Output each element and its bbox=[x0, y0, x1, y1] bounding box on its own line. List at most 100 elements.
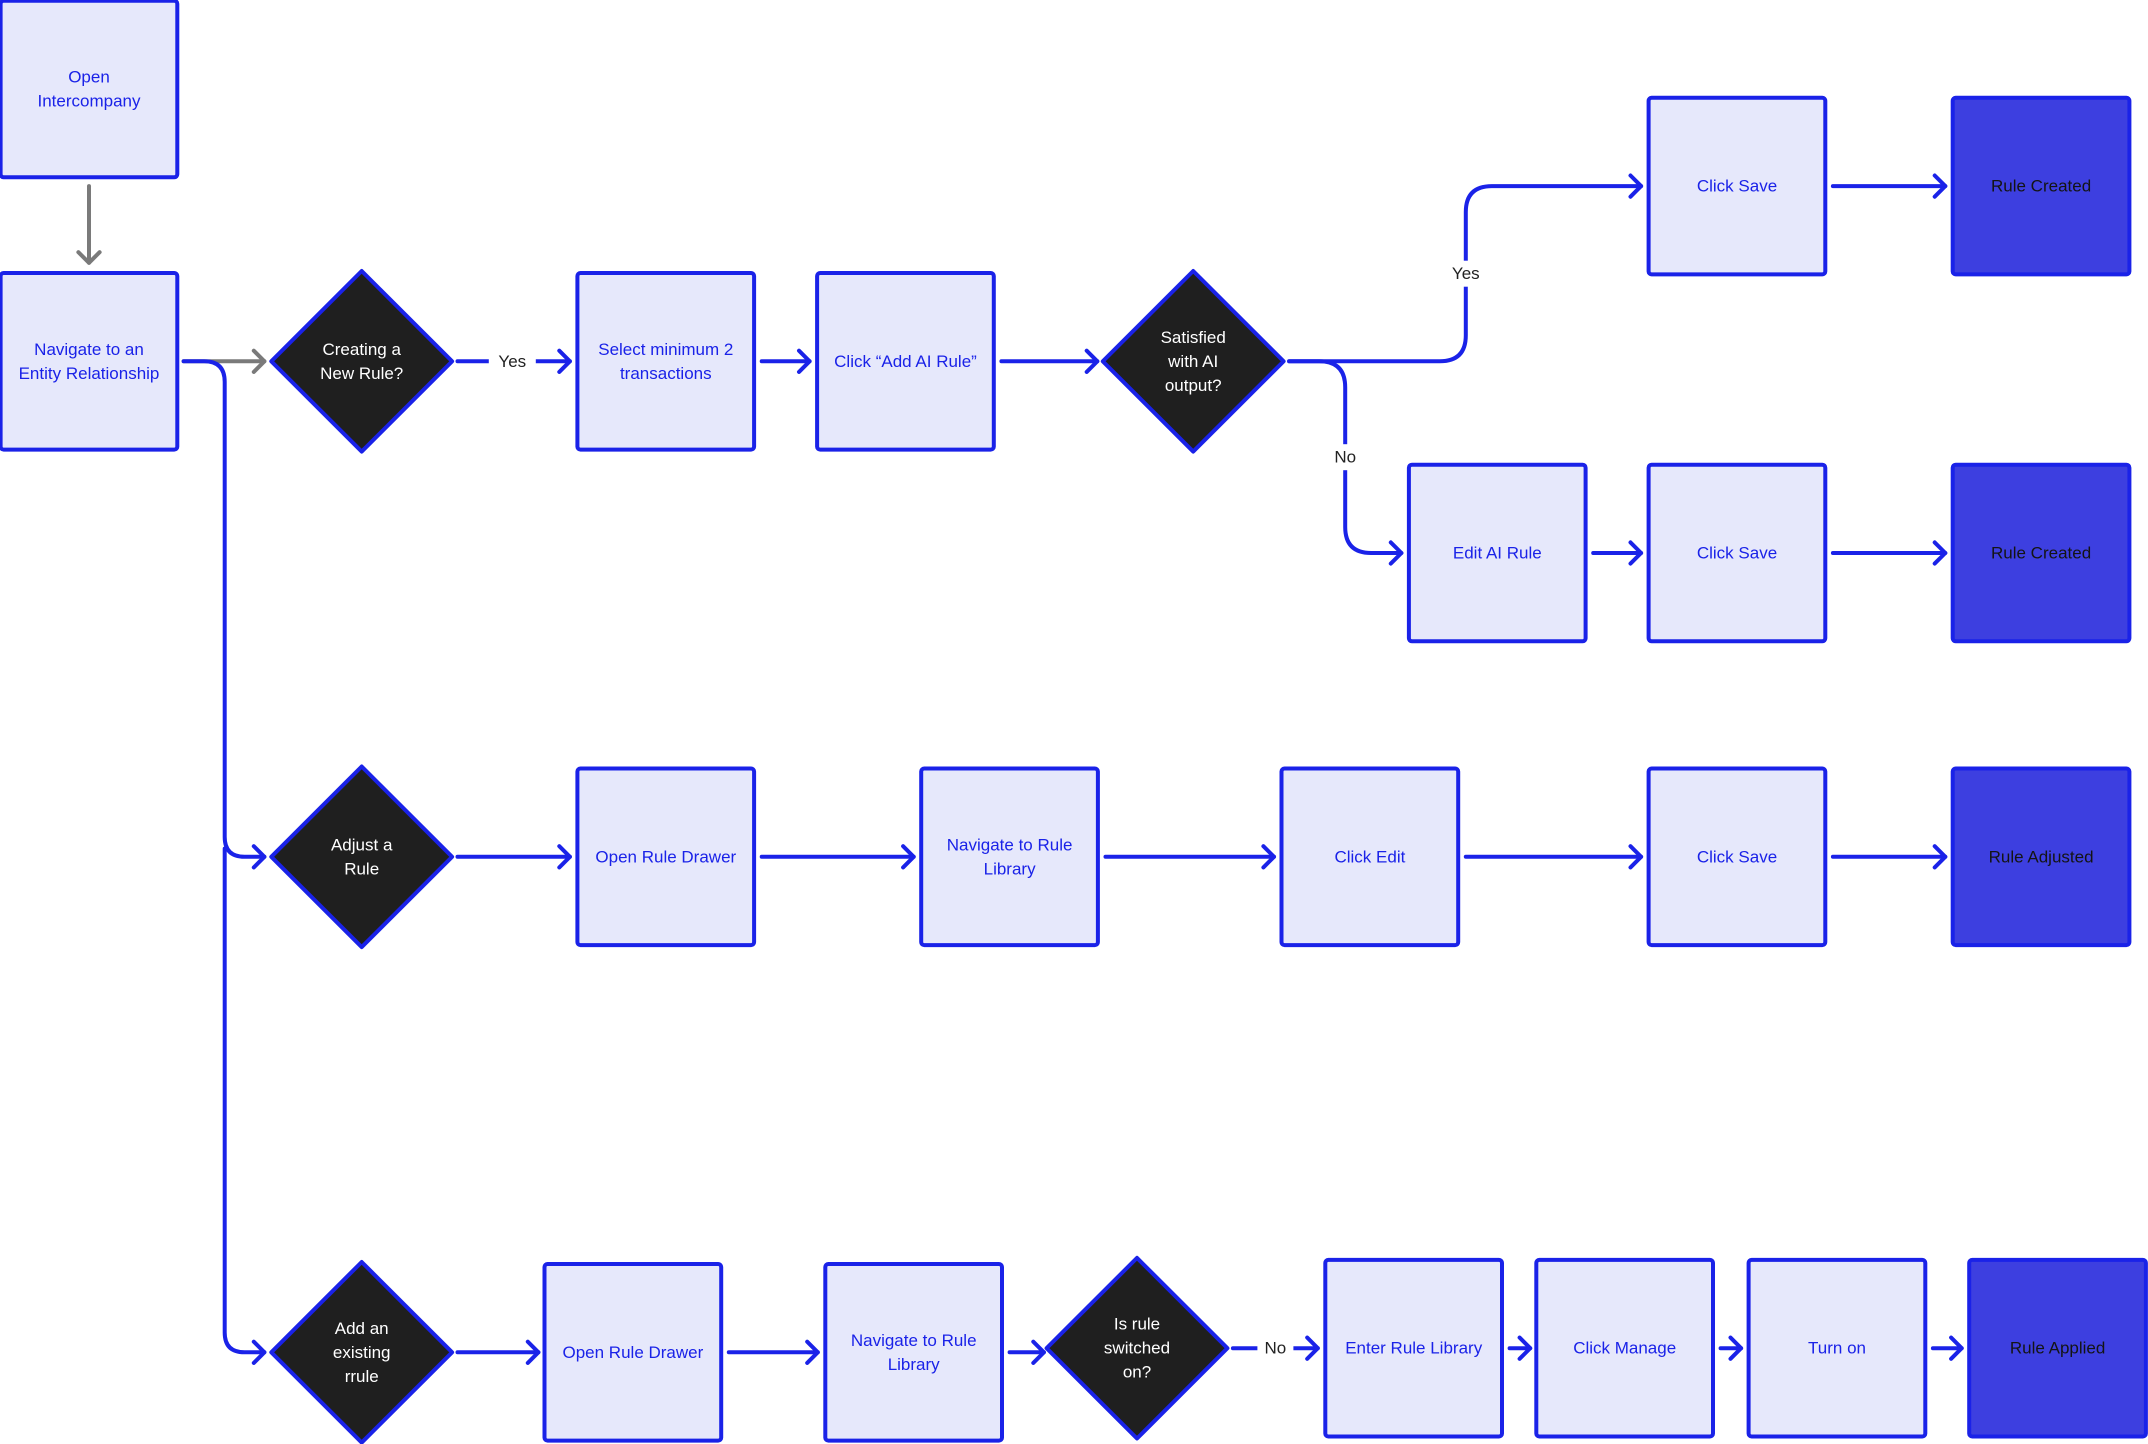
node-label-line: existing bbox=[333, 1343, 391, 1362]
step-box bbox=[1646, 95, 1828, 277]
step-box bbox=[1746, 1257, 1928, 1439]
decision-diamond bbox=[269, 1260, 455, 1444]
node-label-line: Click Save bbox=[1697, 177, 1777, 196]
edge-label-background bbox=[1257, 1335, 1294, 1362]
edge-label-switched-no: No bbox=[1257, 1335, 1294, 1362]
node-click-save-1: Click Save bbox=[1646, 95, 1828, 277]
arrowhead-icon bbox=[76, 250, 102, 265]
node-label-line: Rule Created bbox=[1991, 177, 2091, 196]
arrowhead-icon bbox=[557, 348, 572, 374]
arrowhead-icon bbox=[1932, 173, 1948, 199]
arrowhead-icon bbox=[251, 844, 267, 870]
decision-diamond bbox=[269, 764, 455, 950]
node-label-line: Open bbox=[68, 67, 110, 86]
node-label-line: on? bbox=[1123, 1363, 1151, 1382]
edge-label-text: No bbox=[1334, 448, 1356, 467]
arrowhead-icon bbox=[1517, 1335, 1533, 1361]
arrowhead-icon bbox=[1388, 540, 1404, 566]
edge-edit-to-save3 bbox=[1463, 844, 1644, 870]
decision-diamond bbox=[269, 269, 455, 454]
node-label-line: Click Edit bbox=[1334, 847, 1405, 866]
step-box bbox=[575, 766, 757, 948]
edge-library1-to-edit bbox=[1103, 844, 1276, 870]
step-box bbox=[919, 766, 1100, 948]
step-box bbox=[575, 271, 757, 452]
node-label-line: rrule bbox=[345, 1367, 379, 1386]
arrowhead-icon bbox=[1261, 844, 1276, 870]
step-box bbox=[1323, 1257, 1505, 1439]
node-label-line: with AI bbox=[1167, 352, 1218, 371]
node-label-line: Rule Adjusted bbox=[1989, 847, 2094, 866]
terminal-box bbox=[1950, 95, 2132, 277]
node-label-line: Is rule bbox=[1114, 1315, 1160, 1334]
edge-label-creating-to-select: Yes bbox=[488, 348, 536, 375]
edge-add-existing-to-drawer bbox=[455, 1339, 541, 1365]
node-label-line: Enter Rule Library bbox=[1345, 1339, 1483, 1358]
node-label-line: Rule Created bbox=[1991, 543, 2091, 562]
node-click-manage: Click Manage bbox=[1534, 1257, 1716, 1439]
arrowhead-icon bbox=[1084, 348, 1100, 374]
node-label-line: Click Save bbox=[1697, 847, 1777, 866]
edge-library2-to-switched bbox=[1007, 1339, 1046, 1365]
step-box bbox=[1279, 766, 1461, 948]
node-label-line: Open Rule Drawer bbox=[595, 847, 736, 866]
node-label-line: Open Rule Drawer bbox=[563, 1343, 704, 1362]
arrowhead-icon bbox=[901, 844, 916, 870]
edge-navigate-to-adjust bbox=[181, 359, 267, 870]
step-box bbox=[1646, 766, 1828, 948]
edge-label-text: No bbox=[1265, 1339, 1287, 1358]
step-box bbox=[823, 1262, 1004, 1443]
arrowhead-icon bbox=[1031, 1339, 1046, 1365]
step-box bbox=[1534, 1257, 1716, 1439]
arrowhead-icon bbox=[251, 348, 267, 374]
node-label-line: switched bbox=[1104, 1339, 1170, 1358]
node-label-line: Library bbox=[984, 859, 1036, 878]
node-label-line: Adjust a bbox=[331, 835, 393, 854]
edge-line bbox=[222, 846, 267, 1355]
node-rule-adjusted: Rule Adjusted bbox=[1950, 766, 2132, 948]
edge-line bbox=[181, 359, 267, 859]
edge-turn-on-to-applied bbox=[1930, 1335, 1964, 1361]
step-box bbox=[815, 271, 996, 452]
node-label-line: Click Save bbox=[1697, 543, 1777, 562]
edge-save2-to-created2 bbox=[1830, 540, 1948, 566]
node-click-edit: Click Edit bbox=[1279, 766, 1461, 948]
node-label-line: Satisfied bbox=[1161, 328, 1226, 347]
node-label-line: Edit AI Rule bbox=[1453, 543, 1542, 562]
node-label-line: Click Manage bbox=[1573, 1339, 1676, 1358]
node-open-rule-drawer-2: Open Rule Drawer bbox=[542, 1262, 724, 1443]
node-click-save-2: Click Save bbox=[1646, 462, 1828, 644]
edge-drawer1-to-library1 bbox=[759, 844, 916, 870]
arrowhead-icon bbox=[557, 844, 572, 870]
edge-open-to-navigate bbox=[76, 184, 102, 265]
arrowhead-icon bbox=[1932, 844, 1948, 870]
arrowhead-icon bbox=[1305, 1335, 1320, 1361]
arrowhead-icon bbox=[1728, 1335, 1744, 1361]
arrowhead-icon bbox=[251, 1339, 267, 1365]
terminal-box bbox=[1950, 462, 2132, 644]
node-label-line: Rule bbox=[344, 859, 379, 878]
step-box bbox=[542, 1262, 724, 1443]
step-box bbox=[0, 0, 180, 180]
edge-label-satisfied-no: No bbox=[1327, 444, 1364, 471]
terminal-box bbox=[1967, 1257, 2148, 1439]
node-label-line: Navigate to Rule bbox=[947, 835, 1073, 854]
edge-label-satisfied-yes: Yes bbox=[1442, 260, 1490, 287]
node-label-line: Creating a bbox=[322, 340, 401, 359]
arrowhead-icon bbox=[1628, 540, 1644, 566]
edge-add-ai-to-satisfied bbox=[999, 348, 1100, 374]
node-label-line: Rule Applied bbox=[2010, 1339, 2105, 1358]
node-label-line: Navigate to an bbox=[34, 340, 144, 359]
node-adjust-rule: Adjust a Rule bbox=[269, 764, 455, 950]
edge-label-background bbox=[1442, 260, 1490, 287]
node-label-line: Select minimum 2 bbox=[598, 340, 733, 359]
